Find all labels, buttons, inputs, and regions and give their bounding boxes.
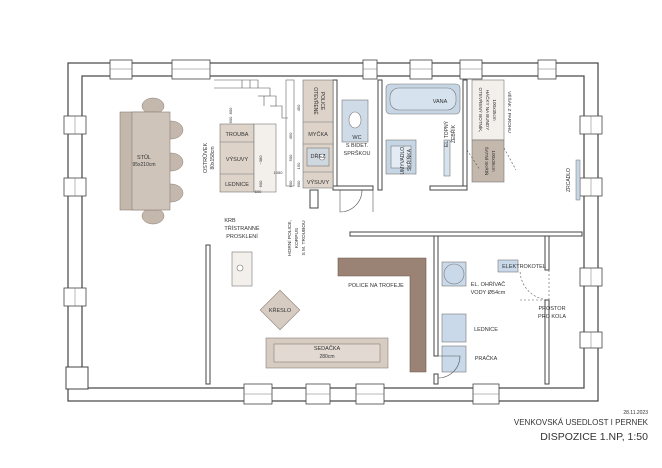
fireplace-label-2: TŘÍSTRANNÉ — [224, 224, 259, 232]
fridge-kitchen-label: LEDNICE — [225, 182, 249, 188]
sofa-size: 280cm — [319, 354, 334, 360]
bath-label: VANA — [433, 99, 448, 105]
dim-600b: 600 — [258, 180, 263, 187]
dim-450b: 450 — [296, 104, 301, 111]
dim-600: 600 — [228, 116, 233, 123]
sofa-label: SEDAČKA — [314, 345, 341, 352]
trophy-shelf-label: POLICE NA TROFEJE — [348, 283, 404, 289]
fireplace — [231, 251, 253, 287]
dim-1050: 1050 — [274, 170, 284, 175]
fridge-utility-label: LEDNICE — [474, 327, 498, 333]
shoes-label-2: HÁČKY NA BUNDY — [485, 90, 491, 131]
upper-shelves-label-3: S M. TROUBOU — [301, 220, 307, 256]
shoes-label-1: OTEVŘENÝ BOTNÍK, — [478, 88, 485, 133]
washer-label: PRAČKA — [475, 355, 498, 362]
washbasin-label-1: UMYVADLO, — [400, 145, 406, 174]
open-shelves-label-2: POLICE — [319, 92, 325, 111]
drawers-label-2: VÝSUVY — [307, 179, 330, 186]
dim-450: 450 — [288, 132, 293, 139]
hanger-label: VĚŠÁK Z PAROHU — [506, 91, 514, 133]
water-heater-label-2: VODY Ø54cm — [471, 290, 506, 296]
table-size: 95x210cm — [132, 162, 155, 168]
doors — [339, 147, 550, 379]
wc — [341, 99, 369, 143]
dim-380: ~380 — [258, 155, 263, 165]
sofa — [265, 337, 389, 369]
open-shelves-label-1: OTEVŘENÉ — [312, 87, 320, 115]
outer-walls — [67, 62, 599, 402]
upper-shelves-label-1: HORNÍ POLICE, — [286, 220, 293, 256]
wc-label-2: S BIDET. — [346, 143, 369, 149]
fireplace-label-3: PROSKLENÍ — [226, 233, 258, 240]
bike-storage-label-1: PROSTOR — [538, 306, 565, 312]
island-label: OSTRŮVEK — [202, 143, 209, 174]
wardrobe-label-2: 100x35cm — [491, 150, 496, 171]
upper-shelves-label-2: KORPUS — [294, 228, 300, 248]
dining-set — [119, 97, 184, 225]
bike-storage-label-2: PRO KOLA — [538, 314, 566, 320]
dishwasher-label: MYČKA — [308, 131, 328, 138]
window-glazing — [74, 68, 592, 395]
pier — [65, 366, 89, 390]
utility-room — [441, 259, 519, 373]
dim-600c: 600 — [288, 180, 293, 187]
boiler-label: ELEKTROKOTEL — [502, 264, 546, 270]
sink-label: DŘEZ — [311, 152, 327, 160]
dim-600d: 600 — [255, 189, 262, 194]
heater-label-1: EL. TOPNÝ — [443, 120, 450, 147]
dim-600e: 600 — [296, 180, 301, 187]
drawers-label-1: VÝSUVY — [226, 156, 249, 163]
bathroom — [385, 83, 461, 177]
trophy-shelf — [337, 257, 427, 373]
wc-label-1: WC — [352, 135, 361, 141]
water-heater-label-1: EL. OHŘÍVAČ — [471, 280, 505, 288]
kitchen-counter — [302, 79, 334, 189]
interior-walls — [205, 79, 583, 385]
island-size: 80x158cm — [210, 146, 216, 169]
oven-label: TROUBA — [226, 132, 249, 138]
armchair — [259, 289, 301, 331]
dim-150: 150 — [296, 162, 301, 169]
entry-storage — [471, 79, 505, 183]
mirror — [575, 159, 581, 201]
wardrobe-label-1: ŠATNÍ SKŘÍŇ — [484, 147, 491, 176]
table-label: STŮL — [137, 154, 151, 161]
kitchen-island — [219, 123, 277, 193]
dim-800: 800 — [228, 107, 233, 114]
washbasin-label-2: SKŘÍŇKA — [405, 148, 413, 171]
armchair-label: KŘESLO — [269, 306, 292, 314]
dimensions: 800 600 ~380 600 450 500 600 1050 600 45… — [228, 104, 301, 194]
dim-500: 500 — [288, 154, 293, 161]
fireplace-label-1: KRB — [224, 218, 236, 224]
heater-label-2: ŽEBŘÍK — [449, 124, 457, 143]
wc-label-3: SPRŠKOU — [344, 150, 371, 157]
title-project: VENKOVSKÁ USEDLOST I PERNEK — [513, 418, 648, 427]
mirror-label: ZRCADLO — [566, 168, 572, 192]
title-date: 28.11.2023 — [623, 410, 648, 416]
staircase — [214, 79, 295, 187]
labels: STŮL 95x210cm OSTRŮVEK 80x158cm TROUBA V… — [132, 87, 572, 362]
title-sheet: DISPOZICE 1.NP, 1:50 — [540, 431, 648, 443]
shoes-label-3: 100x35cm — [492, 99, 497, 120]
